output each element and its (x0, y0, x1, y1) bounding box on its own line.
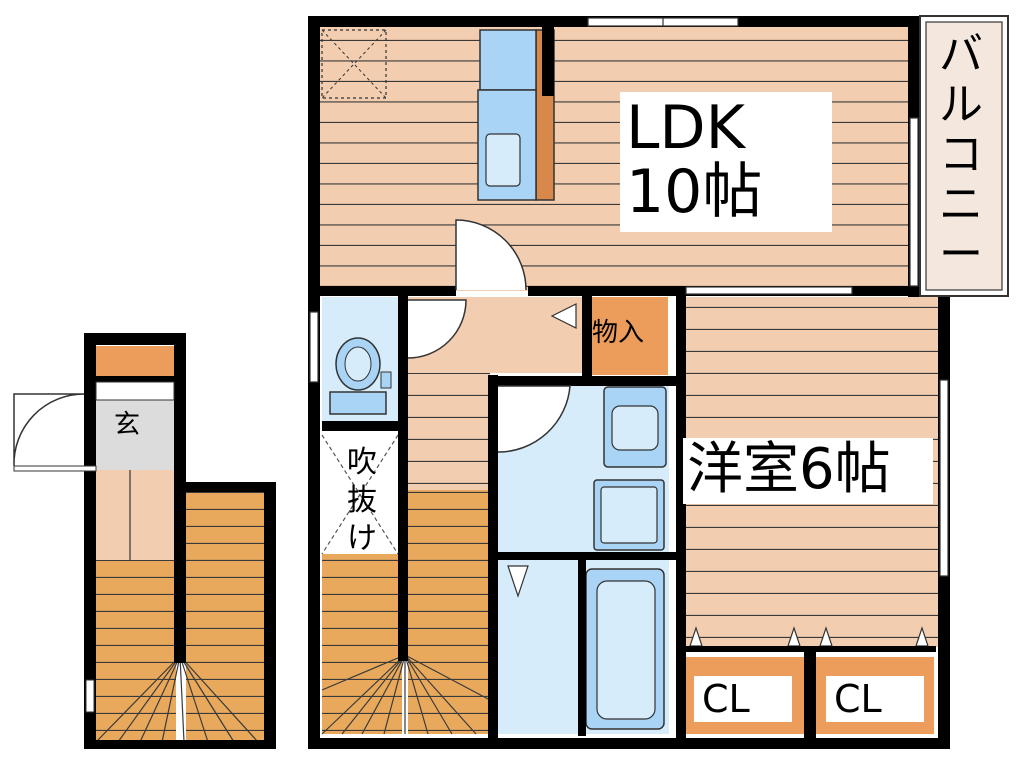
balcony-label: バルコニー (939, 29, 983, 280)
closet-1-label: CL (694, 676, 792, 722)
open-ceiling-area (321, 434, 399, 555)
ldk-label-line1: LDK (626, 93, 745, 163)
storage-closet (586, 297, 668, 375)
bathroom (497, 560, 669, 734)
entrance-label: 玄 (114, 410, 141, 440)
windows (309, 17, 949, 577)
western-room-label: 洋室6帖 (683, 438, 933, 504)
ldk-label-line2: 10帖 (626, 157, 763, 227)
storage-label: 物入 (592, 318, 645, 348)
bath-door-marker (507, 565, 529, 598)
balcony (919, 15, 1009, 297)
doors (407, 219, 571, 453)
closet-2-label: CL (826, 676, 924, 722)
toilet-room (322, 297, 398, 421)
storage-door-marker (550, 303, 577, 329)
stairs-inner (321, 490, 491, 735)
skylight-box (321, 29, 387, 99)
kitchen-counter (477, 29, 555, 201)
washroom (497, 386, 669, 554)
left-unit (13, 333, 276, 749)
open-ceiling-label: 吹抜け (347, 445, 377, 556)
ldk-label: LDK 10帖 (620, 92, 832, 232)
